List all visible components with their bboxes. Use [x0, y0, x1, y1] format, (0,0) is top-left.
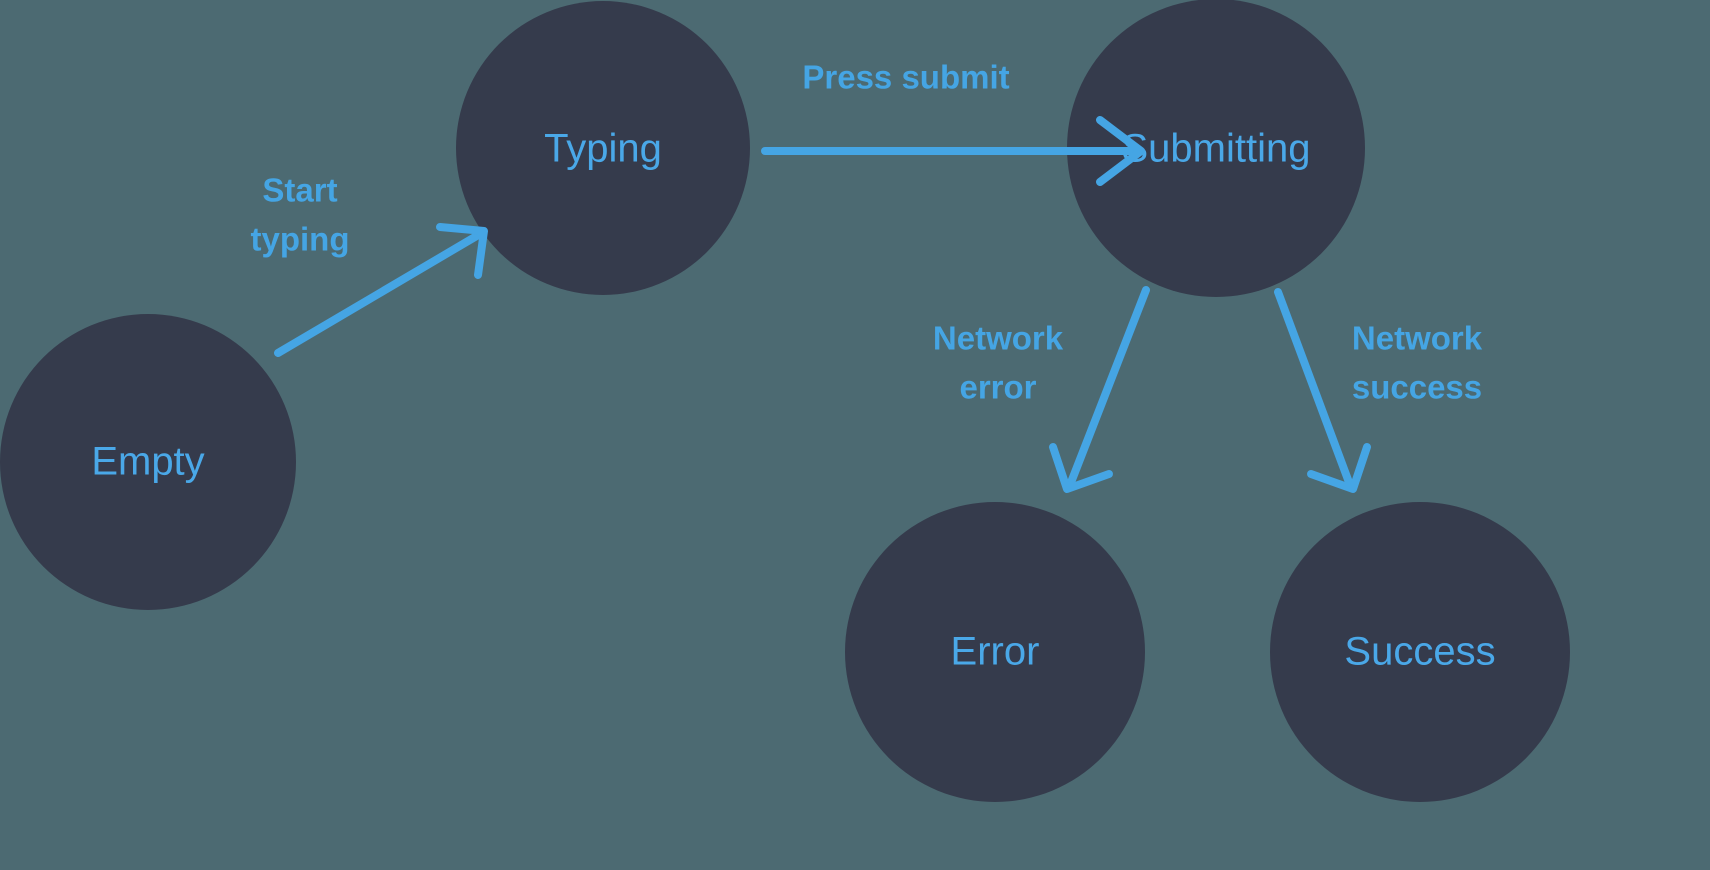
- start-typing-label-line1: Start: [262, 172, 337, 209]
- node-error-circle[interactable]: [845, 502, 1145, 802]
- node-empty-circle[interactable]: [0, 314, 296, 610]
- network-success-label-line2: success: [1352, 369, 1482, 406]
- press-submit-arrow-head: [1096, 116, 1145, 186]
- network-success-arrow-head: [1307, 443, 1371, 493]
- node-error-label: Error: [951, 630, 1040, 674]
- node-success[interactable]: Success: [1270, 502, 1570, 802]
- network-error-arrow-head: [1049, 443, 1113, 493]
- network-error-label-line1: Network: [933, 320, 1064, 357]
- transition-network-success[interactable]: Network success: [1274, 288, 1483, 493]
- node-success-label: Success: [1344, 630, 1495, 674]
- node-success-circle[interactable]: [1270, 502, 1570, 802]
- node-typing-circle[interactable]: [456, 1, 750, 295]
- network-success-label-line1: Network: [1352, 320, 1483, 357]
- transition-press-submit[interactable]: Press submit: [761, 59, 1145, 186]
- node-typing-label: Typing: [544, 127, 662, 171]
- node-error[interactable]: Error: [845, 502, 1145, 802]
- node-empty-label: Empty: [91, 440, 204, 484]
- start-typing-arrow-head: [436, 223, 488, 279]
- node-submitting-circle[interactable]: [1067, 0, 1365, 297]
- network-error-label-line2: error: [959, 369, 1036, 406]
- network-success-arrow-line: [1274, 288, 1354, 489]
- start-typing-arrow-line: [274, 230, 484, 357]
- network-error-arrow-line: [1066, 286, 1150, 489]
- press-submit-label: Press submit: [802, 59, 1009, 96]
- node-empty[interactable]: Empty: [0, 314, 296, 610]
- node-submitting[interactable]: Submitting: [1067, 0, 1365, 297]
- transition-start-typing[interactable]: Start typing: [251, 172, 488, 357]
- transition-network-error[interactable]: Network error: [933, 286, 1150, 493]
- start-typing-label-line2: typing: [251, 221, 350, 258]
- node-submitting-label: Submitting: [1122, 127, 1311, 171]
- node-typing[interactable]: Typing: [456, 1, 750, 295]
